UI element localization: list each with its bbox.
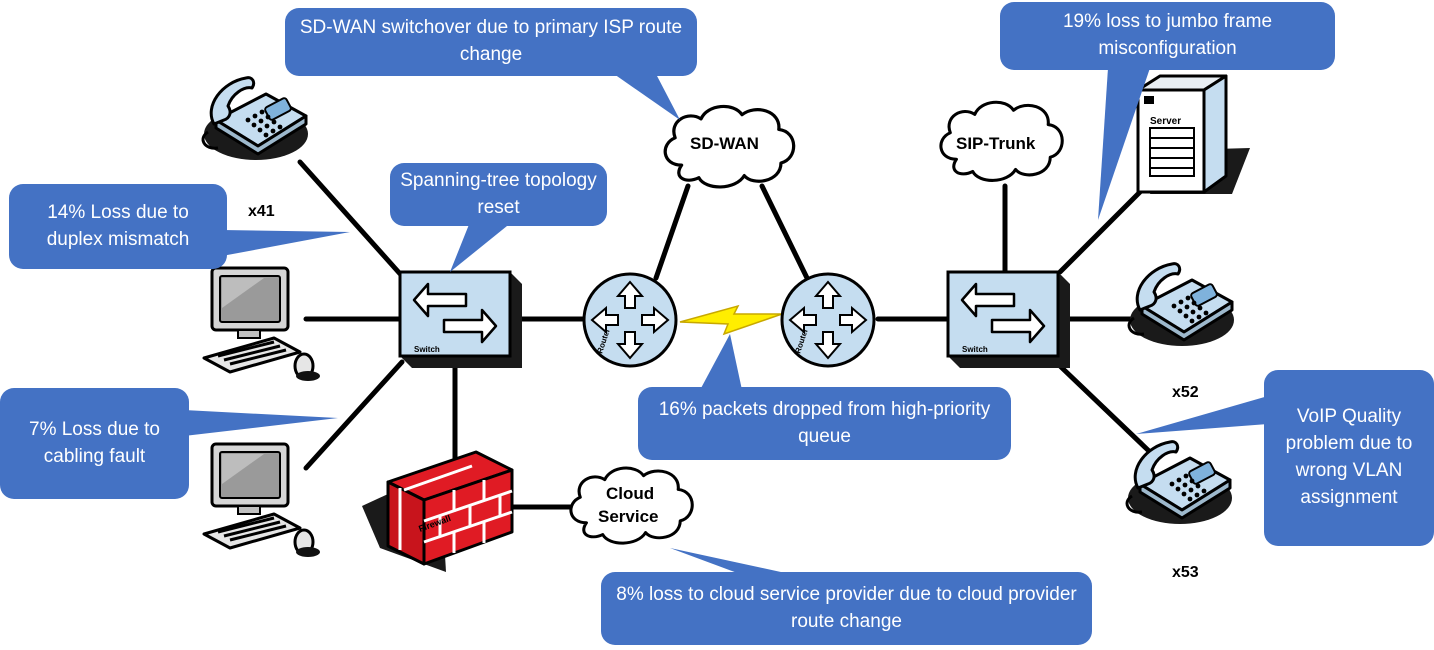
sip-trunk-cloud-label: SIP-Trunk <box>956 134 1036 153</box>
callout-cabling-fault: 7% Loss due to cabling fault <box>0 388 189 499</box>
callout-sdwan-switchover: SD-WAN switchover due to primary ISP rou… <box>285 8 697 76</box>
cloud-service-label-line2: Service <box>598 507 659 526</box>
callout-duplex-mismatch: 14% Loss due to duplex mismatch <box>9 184 227 269</box>
switch-right-label: Switch <box>962 345 988 354</box>
cloud-service-label-line1: Cloud <box>606 484 655 503</box>
callout-pointers <box>184 68 1268 574</box>
callout-spanning-tree: Spanning-tree topology reset <box>390 163 607 226</box>
phone-x52-icon[interactable] <box>1127 262 1236 348</box>
callout-vlan-problem: VoIP Quality problem due to wrong VLAN a… <box>1264 370 1434 546</box>
wan-link-bolt <box>679 304 783 336</box>
server-label: Server <box>1150 116 1181 127</box>
switch-left-label: Switch <box>414 345 440 354</box>
phone-x52-label: x52 <box>1172 384 1199 401</box>
phone-x41-icon[interactable] <box>201 76 310 162</box>
computer-bottom-icon[interactable] <box>202 442 322 559</box>
callout-jumbo-frame: 19% loss to jumbo frame misconfiguration <box>1000 2 1335 70</box>
firewall-icon[interactable] <box>362 450 514 572</box>
phone-x53-label: x53 <box>1172 564 1199 581</box>
connection-lines <box>297 159 1153 510</box>
computer-top-icon[interactable] <box>202 266 322 383</box>
phone-x41-label: x41 <box>248 203 275 220</box>
sdwan-cloud-label: SD-WAN <box>690 134 759 153</box>
server-icon[interactable] <box>1136 74 1250 194</box>
callout-queue-drop: 16% packets dropped from high-priority q… <box>638 387 1011 460</box>
phone-x53-icon[interactable] <box>1125 440 1234 526</box>
callout-cloud-route: 8% loss to cloud service provider due to… <box>601 572 1092 645</box>
